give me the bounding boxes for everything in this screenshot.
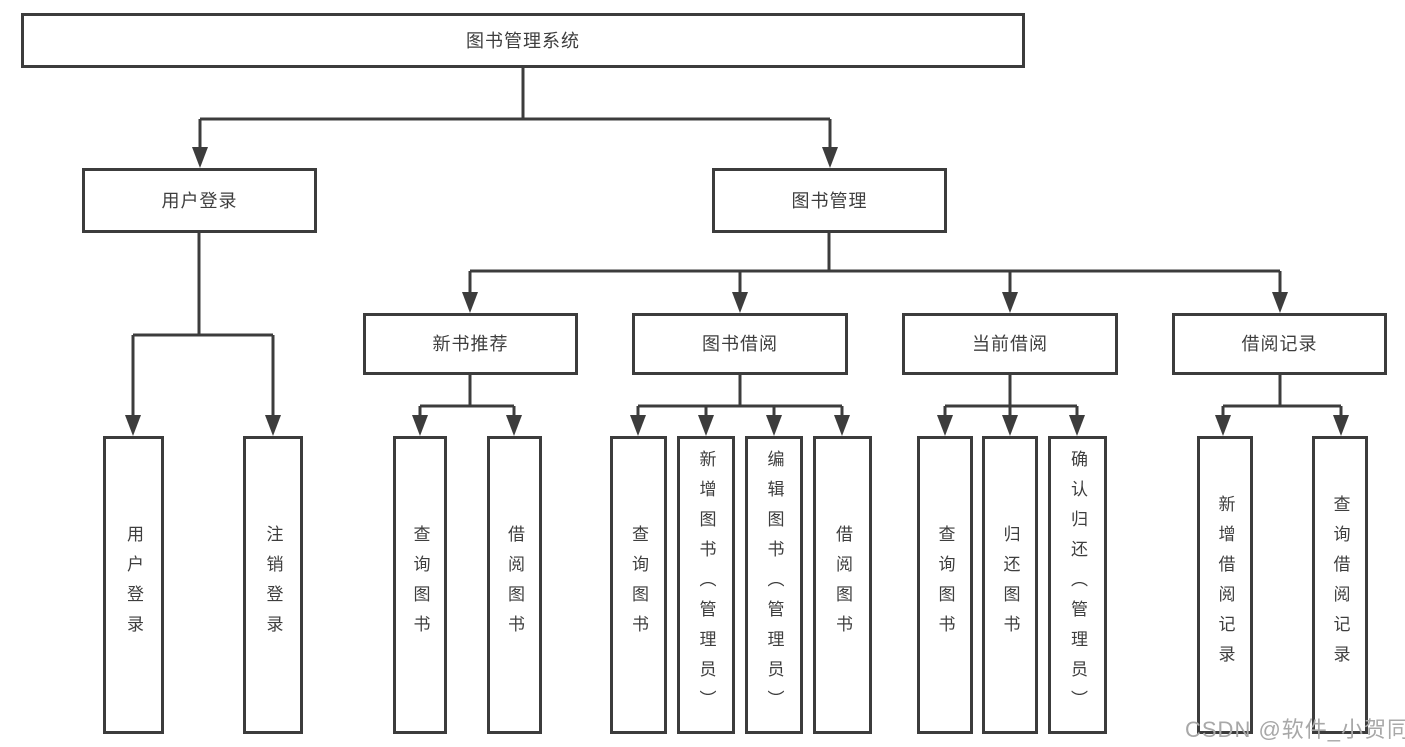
node-label: 借阅图书	[833, 525, 852, 645]
node-library-management-system: 图书管理系统	[21, 13, 1025, 68]
leaf-confirm-return-admin: 确认归还（管理员）	[1048, 436, 1107, 734]
leaf-add-borrow-record: 新增借阅记录	[1197, 436, 1253, 734]
node-label: 新增图书（管理员）	[696, 450, 716, 720]
leaf-borrow-books-recommend: 借阅图书	[487, 436, 542, 734]
leaf-user-login: 用户登录	[103, 436, 164, 734]
leaf-return-books: 归还图书	[982, 436, 1038, 734]
node-label: 查询图书	[410, 525, 430, 645]
csdn-watermark: CSDN @软件_小贺同学	[1185, 717, 1405, 742]
node-label: 新书推荐	[432, 334, 509, 354]
node-label: 确认归还（管理员）	[1068, 450, 1087, 720]
leaf-borrow-books-borrowing: 借阅图书	[813, 436, 872, 734]
leaf-query-books-borrowing: 查询图书	[610, 436, 667, 734]
node-label: 新增借阅记录	[1215, 495, 1235, 675]
node-label: 图书管理	[791, 190, 868, 211]
leaf-logout: 注销登录	[243, 436, 303, 734]
node-label: 当前借阅	[972, 334, 1048, 354]
node-label: 用户登录	[124, 525, 143, 645]
leaf-query-books-current: 查询图书	[917, 436, 973, 734]
leaf-edit-books-admin: 编辑图书（管理员）	[745, 436, 803, 734]
node-label: 编辑图书（管理员）	[764, 450, 784, 720]
node-label: 用户登录	[161, 190, 238, 211]
node-label: 查询图书	[629, 525, 648, 645]
node-label: 查询图书	[935, 525, 955, 645]
node-label: 查询借阅记录	[1330, 495, 1350, 675]
node-label: 图书管理系统	[466, 30, 580, 51]
node-label: 图书借阅	[702, 334, 778, 354]
node-label: 归还图书	[1000, 525, 1020, 645]
leaf-query-books-recommend: 查询图书	[393, 436, 447, 734]
leaf-add-books-admin: 新增图书（管理员）	[677, 436, 735, 734]
node-label: 注销登录	[263, 525, 283, 645]
node-borrowing-records: 借阅记录	[1172, 313, 1387, 375]
node-current-borrowing: 当前借阅	[902, 313, 1118, 375]
node-book-borrowing: 图书借阅	[632, 313, 848, 375]
node-new-book-recommend: 新书推荐	[363, 313, 578, 375]
node-user-login: 用户登录	[82, 168, 317, 233]
node-book-management: 图书管理	[712, 168, 947, 233]
leaf-query-borrow-record: 查询借阅记录	[1312, 436, 1368, 734]
node-label: 借阅图书	[505, 525, 524, 645]
node-label: 借阅记录	[1241, 334, 1318, 354]
